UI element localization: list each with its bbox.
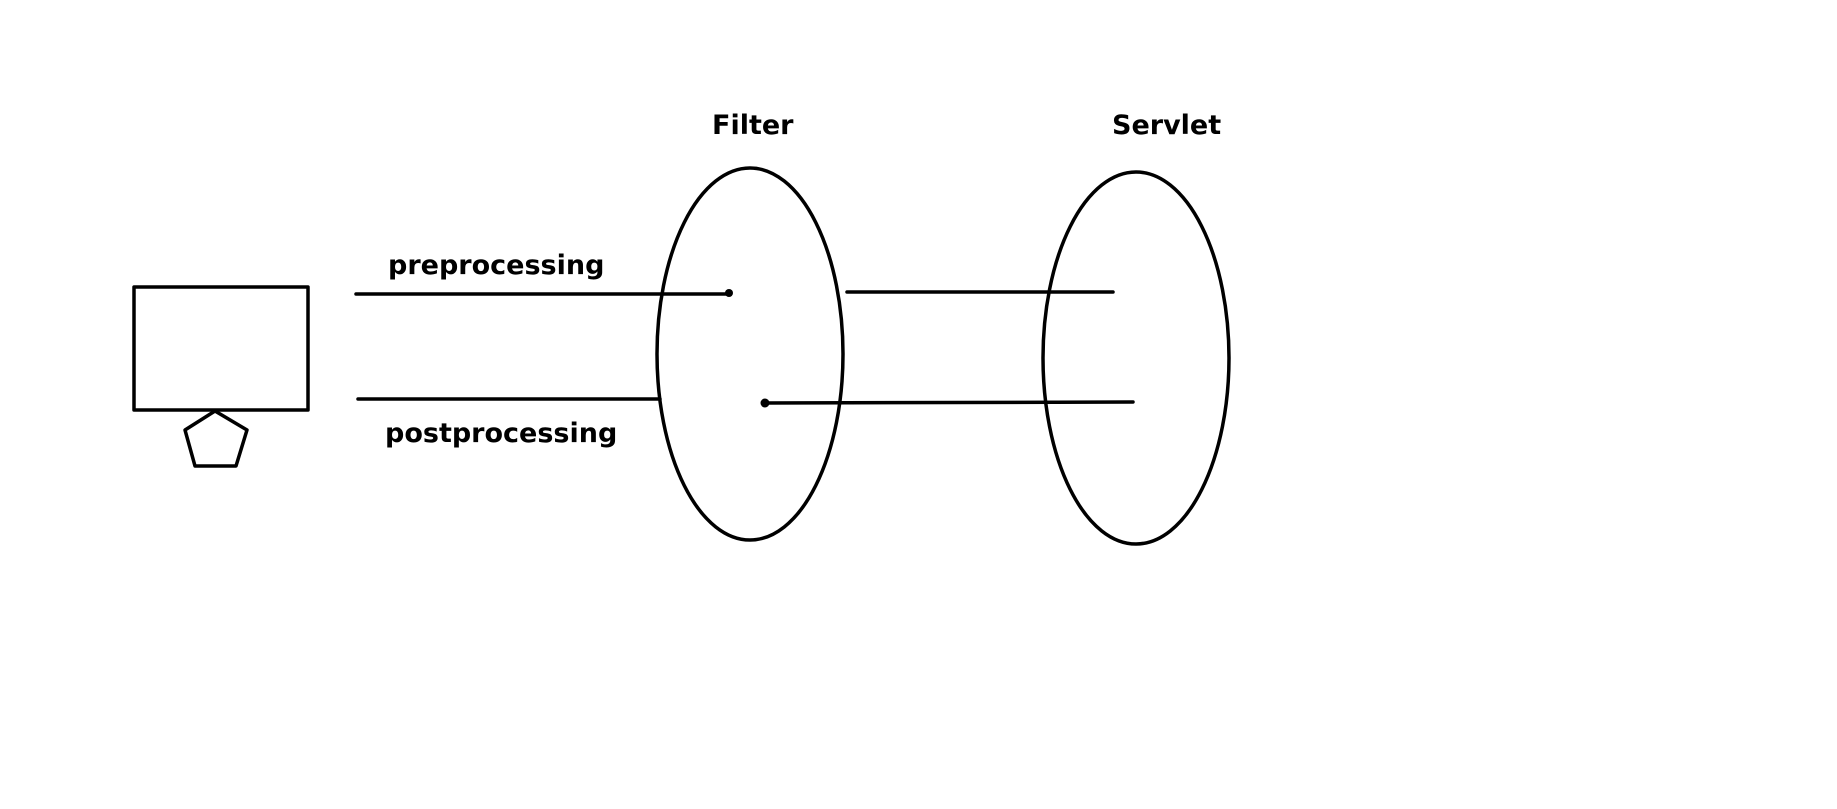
preprocessing-label: preprocessing	[388, 250, 604, 281]
filter-exit-dot	[760, 398, 770, 408]
filter-label: Filter	[712, 110, 794, 141]
filter-ellipse	[655, 166, 845, 542]
servlet-to-filter-line	[763, 400, 1135, 405]
client-computer	[132, 285, 310, 468]
request-flow	[354, 289, 1115, 297]
response-flow	[356, 397, 1135, 408]
servlet-label: Servlet	[1112, 110, 1221, 141]
filter-entry-dot	[725, 289, 733, 297]
client-stand-pentagon	[183, 409, 249, 468]
client-monitor	[132, 285, 310, 412]
servlet-ellipse	[1041, 170, 1231, 546]
postprocessing-label: postprocessing	[385, 418, 617, 449]
